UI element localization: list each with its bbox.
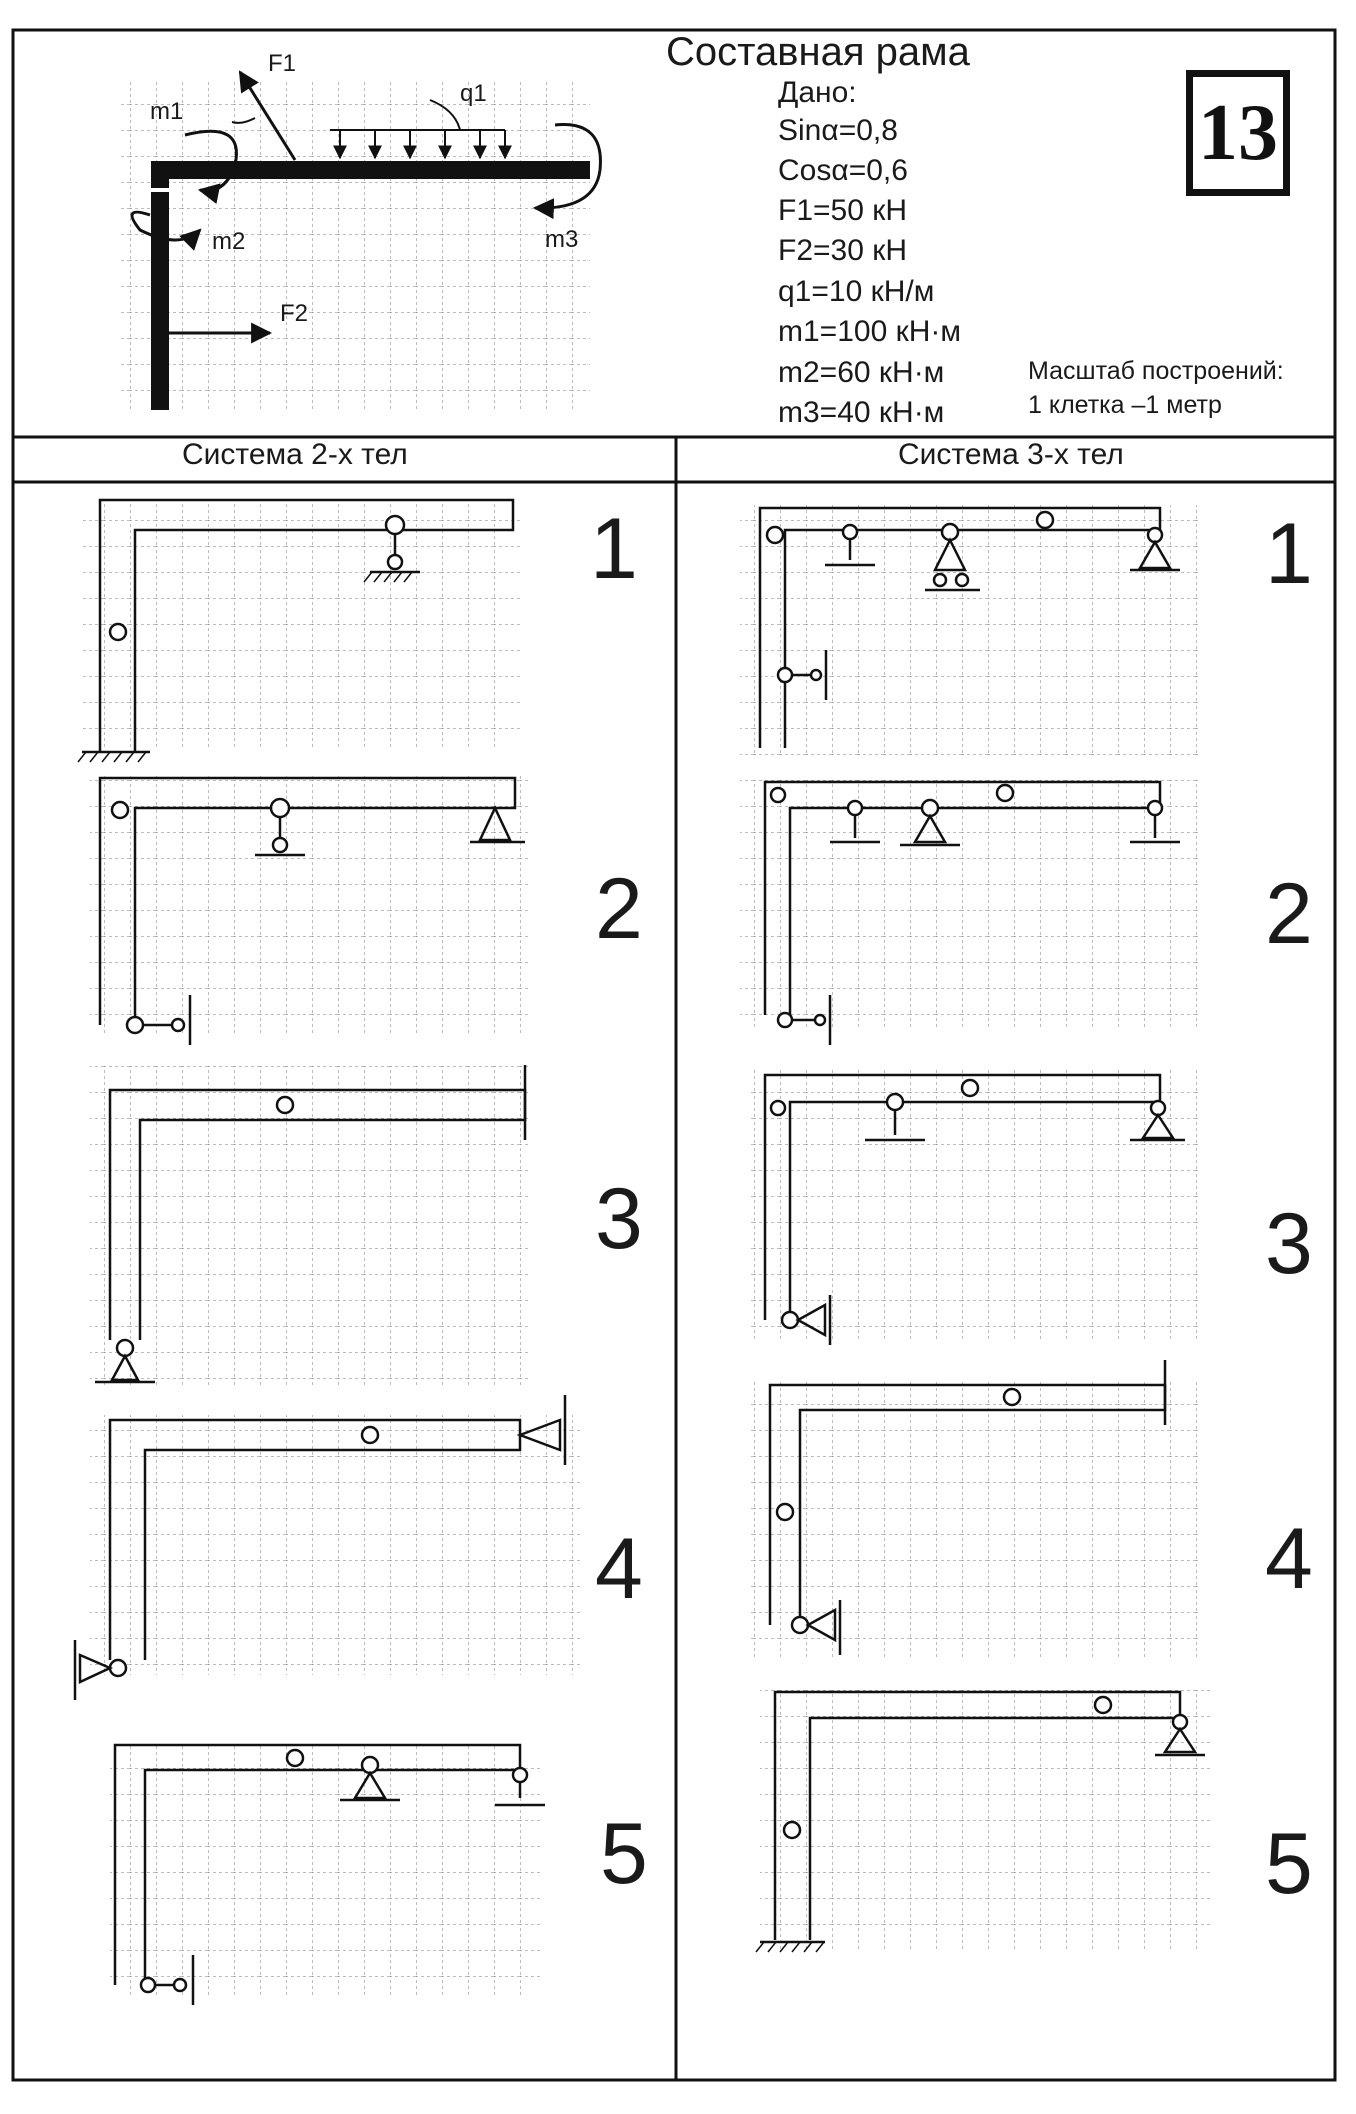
scheme-2-body-4	[73, 1395, 580, 1700]
scheme-3-body-1	[740, 505, 1200, 755]
q1-label: q1	[460, 80, 487, 107]
given-item: F2=30 кН	[778, 234, 908, 267]
scheme-3-body-5	[755, 1690, 1210, 1953]
scheme-number: 3	[1265, 1196, 1313, 1292]
given-item: Cosα=0,6	[778, 154, 908, 187]
page-title: Составная рама	[666, 30, 970, 74]
scheme-number: 2	[595, 861, 643, 957]
given-item: Sinα=0,8	[778, 114, 898, 147]
scheme-2-body-2	[90, 775, 530, 1045]
given-item: q1=10 кН/м	[778, 275, 935, 308]
m1-label: m1	[150, 98, 184, 125]
m2-label: m2	[212, 228, 246, 255]
f1-label: F1	[268, 50, 297, 77]
scheme-number: 4	[595, 1521, 643, 1617]
f1-force-arrow	[238, 70, 297, 161]
loading-diagram	[120, 70, 602, 410]
column-header-2-bodies: Система 2-х тел	[182, 438, 408, 471]
scheme-number: 3	[595, 1171, 643, 1267]
scheme-3-body-2	[740, 780, 1200, 1045]
given-item: m2=60 кН·м	[778, 356, 945, 389]
given-heading: Дано:	[778, 76, 857, 109]
scheme-number: 1	[1265, 506, 1313, 602]
m3-moment-arc	[532, 123, 602, 220]
scheme-2-body-1	[77, 498, 520, 763]
scheme-number: 1	[590, 501, 638, 597]
scale-label: Масштаб построений:	[1028, 357, 1284, 385]
m3-label: m3	[545, 226, 579, 253]
scheme-2-body-3	[90, 1065, 530, 1385]
scheme-number: 5	[1265, 1816, 1313, 1912]
m2-moment-arc	[130, 210, 202, 251]
sheet-frame	[11, 28, 1337, 2082]
scheme-number: 2	[1265, 866, 1313, 962]
variant-number-box: 13	[1186, 70, 1290, 196]
scheme-3-body-4	[750, 1360, 1200, 1660]
given-item: m1=100 кН·м	[778, 315, 961, 348]
given-item: F1=50 кН	[778, 194, 908, 227]
f2-label: F2	[280, 300, 309, 327]
scheme-number: 5	[600, 1806, 648, 1902]
scheme-2-body-5	[110, 1743, 545, 2005]
scheme-number: 4	[1265, 1511, 1313, 1607]
scheme-3-body-3	[750, 1070, 1200, 1345]
column-header-3-bodies: Система 3-х тел	[898, 438, 1124, 471]
m1-moment-arc	[184, 129, 238, 204]
given-item: m3=40 кН·м	[778, 396, 945, 429]
q1-distributed-load	[330, 99, 512, 160]
scale-value: 1 клетка –1 метр	[1028, 391, 1222, 419]
